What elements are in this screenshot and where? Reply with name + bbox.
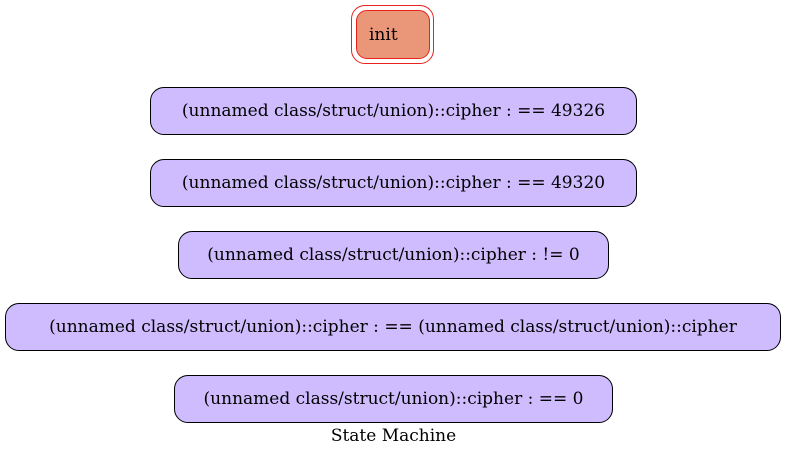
state-label: (unnamed class/struct/union)::cipher : =… <box>181 101 606 121</box>
init-state-node: init <box>356 10 430 59</box>
state-label: (unnamed class/struct/union)::cipher : !… <box>207 245 580 265</box>
init-state-label: init <box>369 24 398 45</box>
init-state-outer-border <box>351 5 434 64</box>
state-node-cipher-eq-49326: (unnamed class/struct/union)::cipher : =… <box>150 87 637 135</box>
state-node-cipher-eq-cipher: (unnamed class/struct/union)::cipher : =… <box>5 303 781 351</box>
state-node-cipher-ne-0: (unnamed class/struct/union)::cipher : !… <box>178 231 609 279</box>
state-node-cipher-eq-0: (unnamed class/struct/union)::cipher : =… <box>174 375 613 423</box>
state-node-cipher-eq-49320: (unnamed class/struct/union)::cipher : =… <box>150 159 637 207</box>
state-label: (unnamed class/struct/union)::cipher : =… <box>203 389 584 409</box>
state-label: (unnamed class/struct/union)::cipher : =… <box>181 173 606 193</box>
state-label: (unnamed class/struct/union)::cipher : =… <box>49 317 737 337</box>
diagram-caption: State Machine <box>330 426 457 446</box>
